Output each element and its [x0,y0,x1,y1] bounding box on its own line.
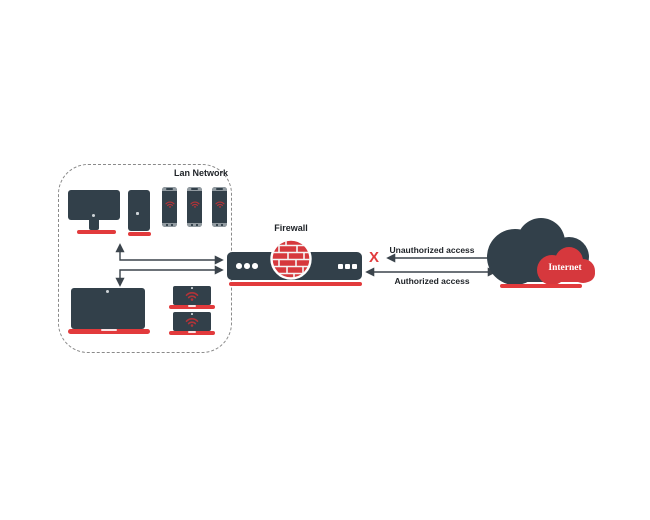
phone-button [216,223,218,226]
phone-top-band [162,187,177,191]
phone-button [191,223,193,226]
phone-bottom-band [187,222,202,227]
firewall-brick-icon [270,238,312,280]
wifi-laptop-screen [173,286,211,305]
phone-button [166,223,168,226]
unauthorized-access-label: Unauthorized access [389,245,475,255]
wifi-laptop-base-bar [169,331,215,335]
router-led-dot [252,263,258,269]
wifi-laptop-base-bar [169,305,215,309]
internet-cloud-icon [487,218,595,288]
lan-network-label: Lan Network [173,168,228,178]
wifi-laptop-screen [173,312,211,331]
phone-bottom-band [162,222,177,227]
phone-button [196,223,198,226]
wifi-laptop-camera-dot [191,313,193,315]
phone-top-band [212,187,227,191]
firewall-label: Firewall [274,223,308,233]
authorized-access-label: Authorized access [394,276,470,286]
tower-pc-icon [128,190,150,231]
router-port-square [345,263,350,269]
phone-speaker-notch [191,188,198,190]
red-cloud [537,247,595,285]
monitor-stand [89,220,99,230]
monitor-logo-dot [92,214,95,217]
blocked-x-mark: X [368,249,379,266]
phone-button [221,223,223,226]
tower-power-button [136,212,139,215]
wifi-laptop-camera-dot [191,287,193,289]
wifi-laptop-base-notch [188,305,196,307]
router-led-dot [236,263,242,269]
smartphone-icon [187,187,202,227]
phone-top-band [187,187,202,191]
wifi-icon [185,292,199,301]
wifi-icon [185,318,199,327]
cloud-base-bar [500,284,582,288]
router-port-square [338,263,343,269]
phone-button [171,223,173,226]
router-port-square [352,263,357,269]
laptop-base-notch [101,329,117,331]
wifi-laptop-base-notch [188,331,196,333]
laptop-screen-icon [71,288,145,329]
internet-label: Internet [548,263,582,273]
monitor-base-bar [77,230,116,234]
tower-base-bar [128,232,151,236]
phone-bottom-band [212,222,227,227]
router-base-bar [229,282,362,286]
desktop-monitor-icon [68,190,120,220]
router-led-dot [244,263,250,269]
laptop-camera-dot [106,290,109,293]
phone-speaker-notch [216,188,223,190]
phone-speaker-notch [166,188,173,190]
wifi-icon [189,201,200,208]
smartphone-icon [162,187,177,227]
wifi-icon [164,201,175,208]
wifi-laptop-icon [169,312,215,335]
laptop-base-bar [68,329,150,334]
wifi-laptop-icon [169,286,215,309]
wifi-icon [214,201,225,208]
smartphone-icon [212,187,227,227]
